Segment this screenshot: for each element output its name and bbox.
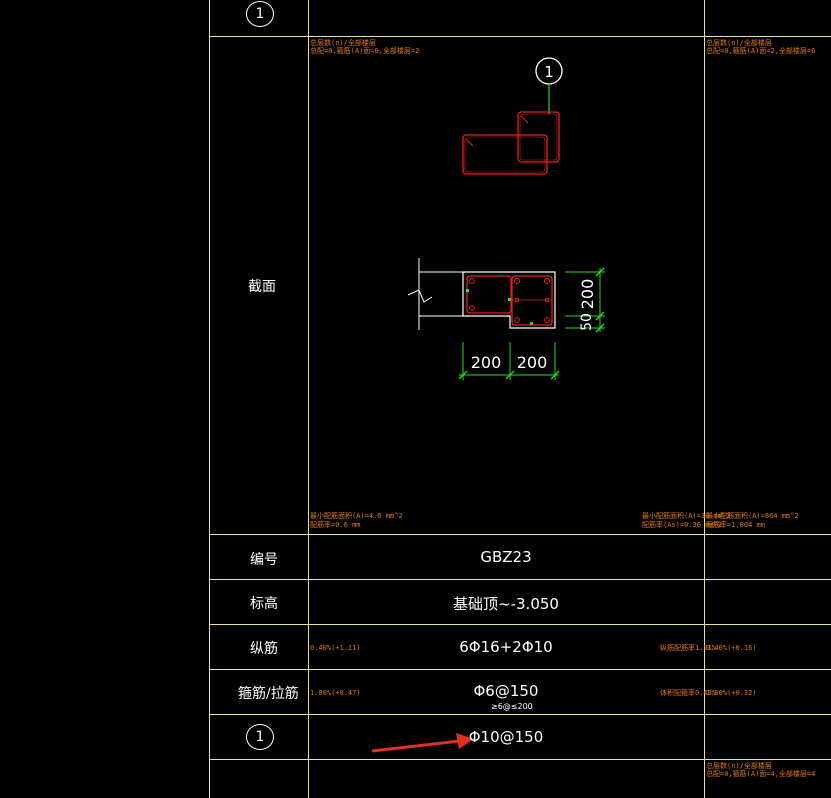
note-top-left-2: 总配=0,箍筋(A)面=0,全部楼层=2 bbox=[310, 47, 420, 55]
rebar-small bbox=[514, 297, 520, 303]
grid-line bbox=[704, 0, 705, 798]
note-long-left: 0.40%(+1.11) bbox=[310, 644, 361, 652]
dim-tick bbox=[595, 323, 605, 333]
dim-tick bbox=[595, 311, 605, 321]
annotation-arrow-head bbox=[456, 733, 474, 749]
rebar-marker bbox=[508, 298, 511, 301]
rebar bbox=[514, 278, 520, 284]
stirrup-3d-1 bbox=[462, 134, 548, 175]
dim-width-1: 200 bbox=[471, 353, 502, 372]
top-circle-marker[interactable]: 1 bbox=[246, 1, 274, 27]
stirrup-section-1 bbox=[466, 275, 512, 314]
note-stir-right-1: 体积配箍率0.43% bbox=[660, 689, 717, 697]
grid-line bbox=[209, 714, 831, 715]
dim-tick bbox=[505, 370, 515, 380]
dim-tick bbox=[458, 370, 468, 380]
grid-line bbox=[209, 534, 831, 535]
dim-height-1: 200 bbox=[578, 279, 597, 310]
longitudinal-label: 纵筋 bbox=[250, 641, 278, 657]
note-bottom-left-1: 最小配筋面积(A)=4.6 mm^2 bbox=[310, 512, 403, 520]
id-value[interactable]: GBZ23 bbox=[480, 548, 532, 566]
section-marker-text: 1 bbox=[544, 63, 554, 81]
note-stir-right-2: 1.00%(+0.32) bbox=[706, 689, 757, 697]
stirrup-sub: ≥6@≤200 bbox=[491, 702, 533, 711]
note-bottom-mid-1: 最小配筋面积(A)=30 mm^2 bbox=[642, 512, 731, 520]
hook bbox=[520, 115, 529, 124]
note-top-right-2: 总配=0,箍筋(A)面=2,全部楼层=6 bbox=[706, 47, 816, 55]
note-stir-left: 1.00%(+0.47) bbox=[310, 689, 361, 697]
section-label: 截面 bbox=[248, 279, 276, 295]
stirrup-label: 箍筋/拉筋 bbox=[238, 686, 299, 702]
note-bottom-mid-2: 配筋率(As)=0.36 mm^2 bbox=[642, 521, 723, 529]
rebar-marker bbox=[530, 322, 533, 325]
stirrup-value[interactable]: Φ6@150 bbox=[473, 682, 539, 700]
note-top-left-1: 总层数(n)/全部楼层 bbox=[310, 39, 376, 47]
grid-line bbox=[209, 759, 831, 760]
note-long-right-2: 0.40%(+0.16) bbox=[706, 644, 757, 652]
elevation-label: 标高 bbox=[250, 596, 278, 612]
rebar bbox=[469, 305, 475, 311]
rebar bbox=[469, 278, 475, 284]
grid-line bbox=[209, 579, 831, 580]
dim-width-2: 200 bbox=[517, 353, 548, 372]
dim-height-2: 50 bbox=[579, 313, 595, 331]
note-bottom-row-2: 总配=0,箍筋(A)面=4,全部楼层=4 bbox=[706, 770, 816, 778]
note-top-right-1: 总层数(n)/全部楼层 bbox=[706, 39, 772, 47]
grid-line bbox=[209, 624, 831, 625]
note-bottom-left-2: 配筋率=0.6 mm bbox=[310, 521, 361, 529]
rebar-marker bbox=[466, 289, 469, 292]
stirrup-3d-1-inner bbox=[464, 136, 546, 173]
grid-line bbox=[209, 0, 210, 798]
elevation-value[interactable]: 基础顶~-3.050 bbox=[453, 595, 559, 613]
note-bottom-right-1: 最小配筋面积(A)=864 mm^2 bbox=[706, 512, 799, 520]
stirrup-3d-2-inner bbox=[519, 113, 558, 161]
rebar-small bbox=[544, 297, 550, 303]
rebar bbox=[544, 278, 550, 284]
column-outline bbox=[462, 271, 556, 329]
dim-tick bbox=[595, 267, 605, 277]
rebar bbox=[514, 317, 520, 323]
rebar bbox=[544, 317, 550, 323]
longitudinal-value[interactable]: 6Φ16+2Φ10 bbox=[459, 638, 553, 656]
id-label: 编号 bbox=[250, 552, 278, 568]
note-bottom-row-1: 总层数(n)/全部楼层 bbox=[706, 762, 772, 770]
marker-row-value[interactable]: Φ10@150 bbox=[468, 728, 544, 746]
note-bottom-right-2: 配筋率=1.804 mm bbox=[706, 521, 765, 529]
note-long-right-1: 纵筋配筋率1.51% bbox=[660, 644, 717, 652]
row-circle-marker[interactable]: 1 bbox=[246, 724, 274, 750]
stirrup-3d-2 bbox=[517, 111, 560, 163]
break-symbol bbox=[407, 289, 433, 303]
annotation-arrow-shaft bbox=[371, 739, 461, 753]
hook bbox=[465, 138, 474, 147]
grid-line bbox=[308, 0, 309, 798]
grid-line bbox=[209, 669, 831, 670]
dim-tick bbox=[550, 370, 560, 380]
grid-line bbox=[209, 36, 831, 37]
